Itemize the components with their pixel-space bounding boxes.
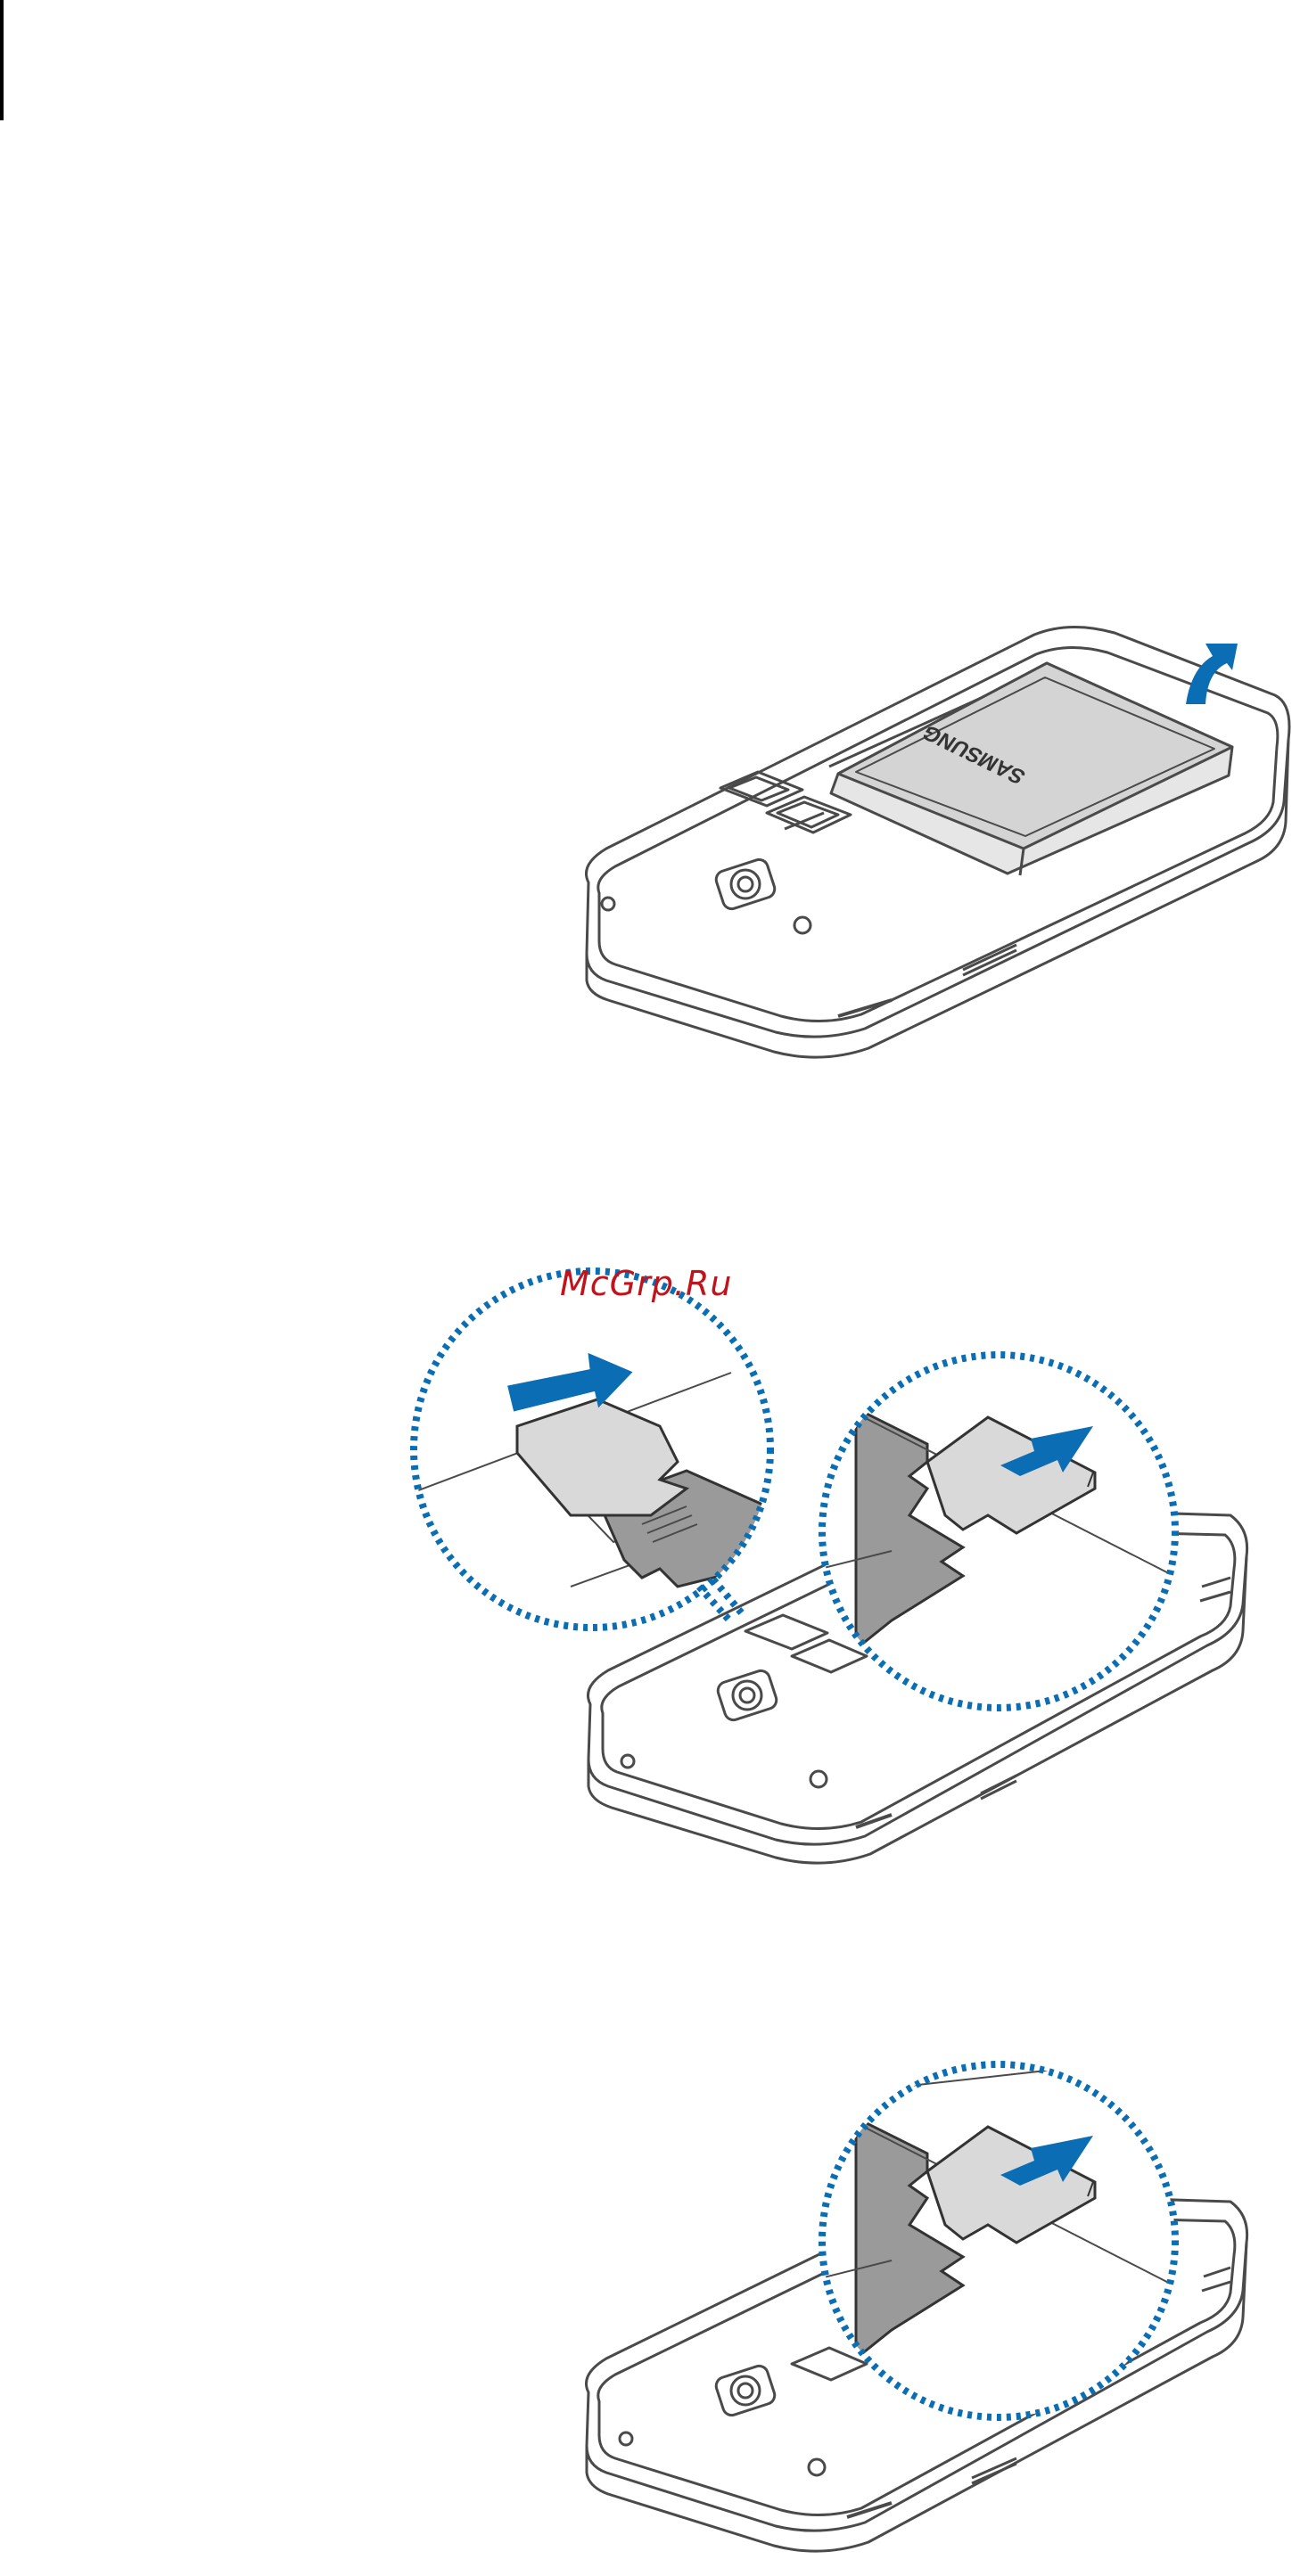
figure-remove-sim-2 xyxy=(571,2077,1300,2576)
zoom-circle-sim-slot-2 xyxy=(811,2059,1195,2433)
zoom-circle-sim-remove xyxy=(410,1266,776,1631)
zoom-circle-sim-slot xyxy=(811,1346,1195,1720)
figure-remove-battery: SAMSUNG xyxy=(571,615,1300,1061)
watermark-text: McGrp.Ru xyxy=(560,1264,732,1303)
battery xyxy=(831,663,1232,875)
page-edge-marker xyxy=(0,0,4,120)
figure-remove-sim-1 xyxy=(392,1248,1293,1925)
lift-arrow-icon xyxy=(1186,644,1238,704)
